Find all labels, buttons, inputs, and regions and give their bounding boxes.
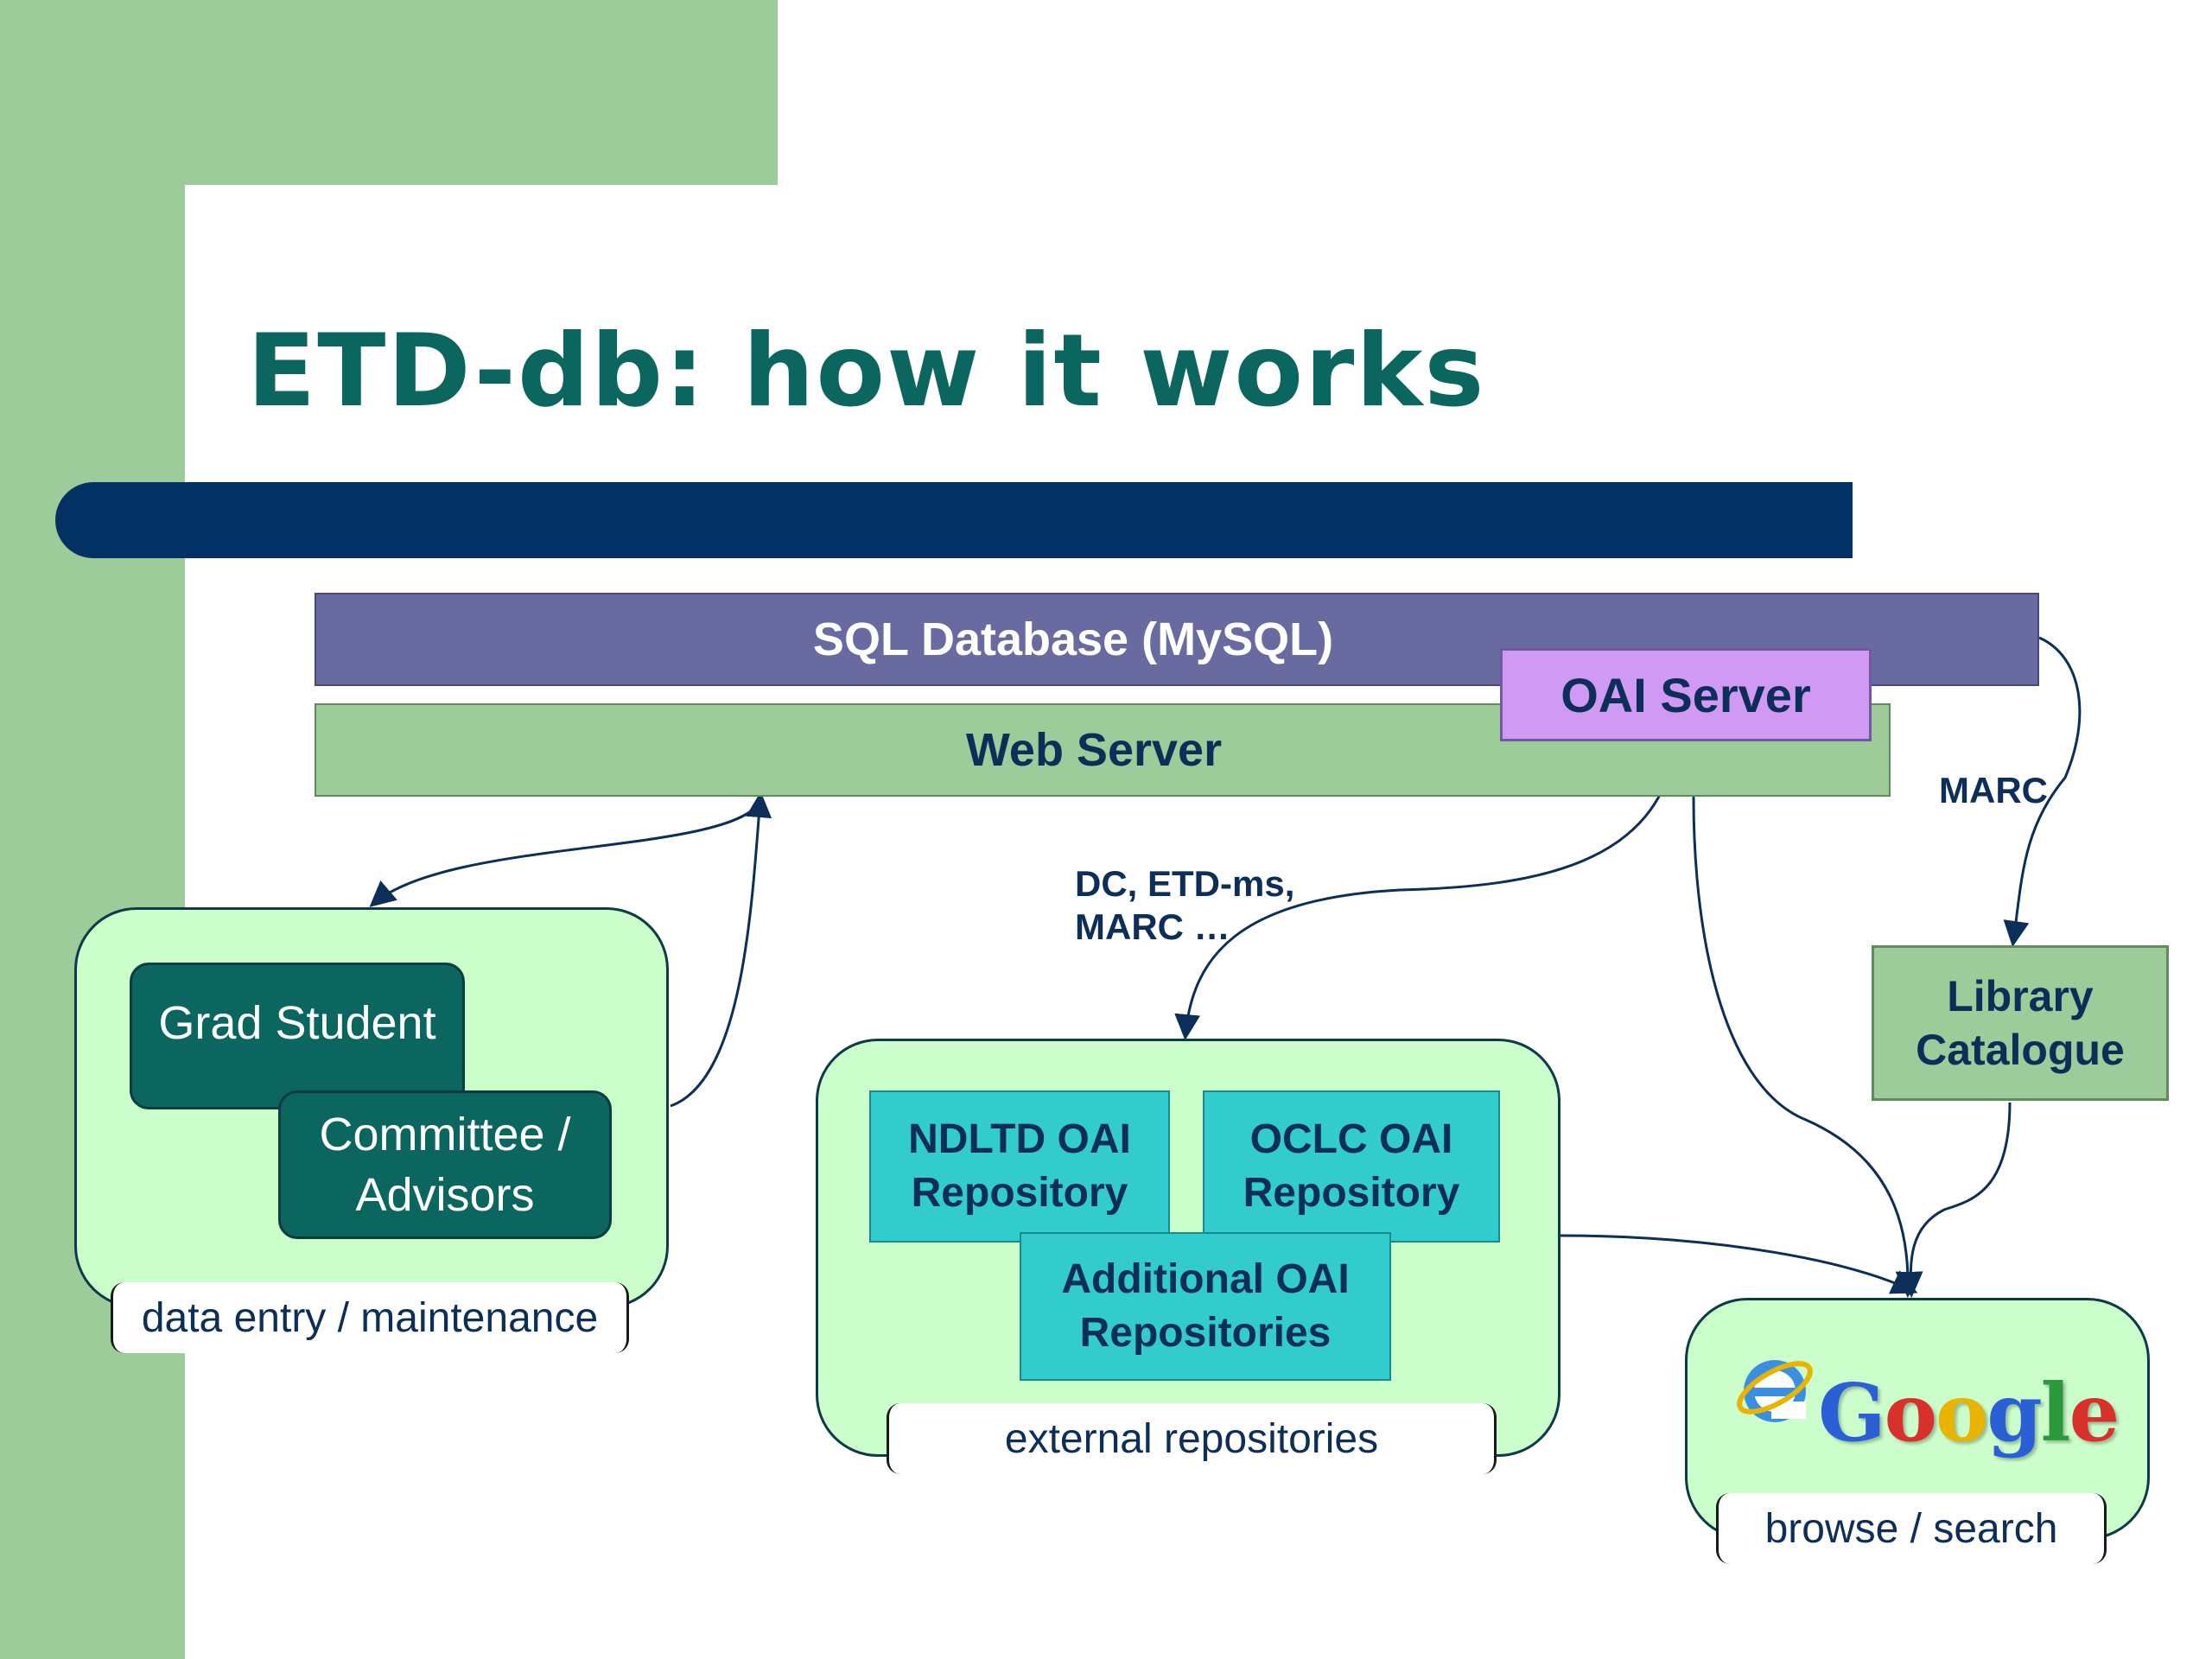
title-underline-bar: [55, 482, 1853, 558]
marc-label: MARC: [1939, 770, 2048, 810]
library-label-line2: Catalogue: [1916, 1026, 2125, 1074]
web-server-label: Web Server: [965, 724, 1223, 776]
library-label-line1: Library: [1947, 972, 2094, 1020]
data-entry-caption: data entry / maintenance: [111, 1282, 629, 1353]
committee-label-line2: Advisors: [355, 1169, 535, 1221]
ndltd-label-line2: Repository: [911, 1170, 1128, 1216]
slide-background-left: [0, 0, 185, 1659]
additional-label-line1: Additional OAI: [1061, 1256, 1350, 1302]
committee-advisors-box: Committee / Advisors: [278, 1090, 612, 1239]
arrow-webserver-to-search: [1692, 796, 1922, 1298]
metadata-formats-label: DC, ETD-ms, MARC …: [1075, 862, 1294, 949]
google-letter: l: [2040, 1366, 2071, 1459]
additional-repositories-box: Additional OAI Repositories: [1020, 1232, 1391, 1381]
arrow-database-to-library: [2003, 636, 2082, 947]
external-repositories-caption: external repositories: [887, 1403, 1497, 1474]
grad-student-box: Grad Student: [130, 963, 465, 1109]
google-letter: G: [1818, 1366, 1886, 1459]
arrow-users-to-webserver: [670, 791, 772, 1108]
arrow-webserver-to-users: [369, 801, 762, 907]
ndltd-repository-box: NDLTD OAI Repository: [869, 1090, 1170, 1243]
oclc-label-line1: OCLC OAI: [1249, 1116, 1453, 1162]
internet-explorer-icon: [1737, 1360, 1813, 1422]
ndltd-label-line1: NDLTD OAI: [908, 1116, 1131, 1162]
arrow-oai-to-repositories: [1174, 742, 1678, 1040]
metadata-formats-line1: DC, ETD-ms,: [1075, 863, 1295, 904]
committee-label-line1: Committee /: [319, 1109, 571, 1160]
oai-server-label: OAI Server: [1560, 667, 1811, 722]
additional-label-line2: Repositories: [1079, 1310, 1332, 1356]
google-letter: g: [1986, 1366, 2042, 1459]
metadata-formats-line2: MARC …: [1075, 906, 1230, 947]
google-logo: Google: [1818, 1365, 2120, 1460]
sql-database-label: SQL Database (MySQL): [812, 613, 1334, 665]
browse-search-caption: browse / search: [1716, 1493, 2107, 1564]
grad-student-label: Grad Student: [158, 997, 436, 1049]
oai-server-box: OAI Server: [1500, 648, 1872, 741]
oclc-repository-box: OCLC OAI Repository: [1203, 1090, 1500, 1243]
google-letter: o: [1884, 1366, 1937, 1459]
oclc-label-line2: Repository: [1243, 1170, 1460, 1216]
arrow-repositories-to-search: [1560, 1234, 1918, 1294]
slide-background-top: [185, 0, 778, 185]
google-letter: o: [1935, 1366, 1988, 1459]
arrow-library-to-search: [1897, 1102, 2012, 1298]
library-catalogue-box: Library Catalogue: [1872, 945, 2169, 1101]
google-letter: e: [2069, 1366, 2120, 1459]
slide-title: ETD-db: how it works: [247, 313, 1486, 429]
